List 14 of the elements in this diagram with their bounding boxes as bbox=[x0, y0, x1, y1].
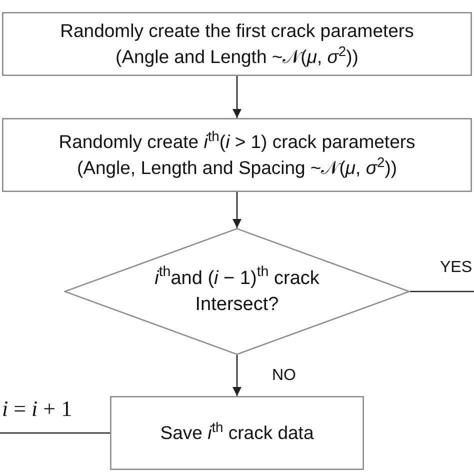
node-text: Save i$^{th}$ crack data bbox=[160, 420, 314, 445]
arrow bbox=[232, 76, 242, 118]
connector-line bbox=[410, 290, 474, 292]
node-text: i$^{th}$and (i − 1)$^{th}$ crack Intersect? bbox=[154, 266, 320, 316]
node-text: Randomly create the first crack parameters bbox=[60, 19, 414, 43]
node-text: (Angle, Length and Spacing ~𝒩(μ, σ$^{2}$)) bbox=[76, 155, 398, 180]
connector-line bbox=[0, 432, 110, 434]
edge-label: NO bbox=[272, 367, 296, 384]
arrow bbox=[232, 192, 242, 228]
node-text: (Angle and Length ~𝒩(μ, σ$^{2}$)) bbox=[116, 44, 358, 69]
arrow bbox=[232, 355, 242, 396]
edge-label: YES bbox=[440, 259, 472, 276]
node-text: Randomly create i$^{th}$(i > 1) crack parameters bbox=[58, 129, 416, 154]
edge-label: i = i + 1 bbox=[2, 396, 72, 421]
